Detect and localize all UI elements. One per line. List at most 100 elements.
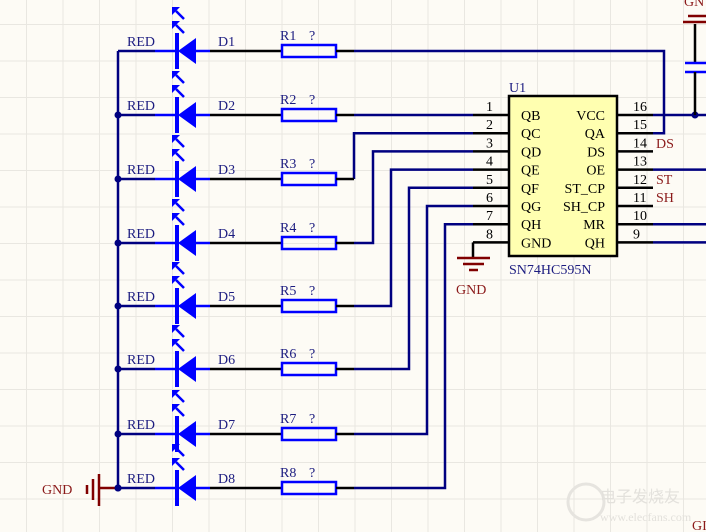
pin-number: 16 [633, 100, 647, 115]
pin-name: QG [521, 200, 541, 215]
led-designator-label: D6 [218, 353, 235, 368]
resistor-designator-label: R6 [280, 347, 296, 362]
led-light-arrow-icon [175, 328, 185, 338]
junction-dot [114, 302, 122, 310]
resistor-body [280, 298, 338, 314]
led-arrowhead-icon [172, 276, 180, 284]
pin-number: 11 [633, 191, 646, 206]
led-designator-label: D7 [218, 418, 235, 433]
pin-number: 9 [633, 227, 640, 242]
pin-name: QH [585, 236, 605, 251]
net-r8-chip [354, 222, 473, 490]
led-d5: RED D5 [114, 262, 250, 324]
led-d7: RED D7 [114, 390, 250, 452]
led-value-label: RED [127, 418, 155, 433]
wires [116, 49, 706, 490]
pin-number: 10 [633, 209, 647, 224]
gnd-label-chip: GND [456, 283, 486, 298]
watermark-logo-icon [566, 482, 606, 522]
pin-name: QA [585, 127, 606, 142]
resistor-value-label: ? [309, 221, 315, 236]
pin-number: 14 [633, 136, 647, 151]
led-value-label: RED [127, 290, 155, 305]
led-light-arrow-icon [175, 216, 185, 226]
chip-designator: U1 [509, 81, 526, 96]
chip-u1: 1QB2QC3QD4QE5QF6QG7QH8GND16VCC15QA14DS13… [473, 94, 653, 258]
resistor-r3: R3? [250, 157, 354, 187]
led-light-arrow-icon [175, 24, 185, 34]
pin-name: QD [521, 145, 541, 160]
net-r1-qa [354, 49, 666, 135]
led-designator-label: D5 [218, 290, 235, 305]
led-designator-label: D2 [218, 99, 235, 114]
resistor-value-label: ? [309, 412, 315, 427]
led-value-label: RED [127, 353, 155, 368]
junction-dot [114, 484, 122, 492]
pin-number: 15 [633, 118, 647, 133]
led-triangle [178, 166, 196, 192]
resistor-r8: R8? [250, 466, 354, 496]
led-arrowhead-icon [172, 325, 180, 333]
resistor-designator-label: R4 [280, 221, 296, 236]
led-triangle [178, 421, 196, 447]
led-light-arrow-icon [175, 152, 185, 162]
resistor-r4: R4? [250, 221, 354, 251]
pin-name: QC [521, 127, 540, 142]
led-arrowhead-icon [172, 199, 180, 207]
watermark-url: www.elecfans.com [600, 510, 692, 524]
junction-dot [114, 239, 122, 247]
led-arrowhead-icon [172, 135, 180, 143]
resistor-value-label: ? [309, 347, 315, 362]
resistor-body [280, 426, 338, 442]
led-arrowhead-icon [172, 213, 180, 221]
led-d8: RED D8 [114, 444, 250, 506]
resistor-r7: R7? [250, 412, 354, 442]
resistor-body [280, 235, 338, 251]
pin-number: 13 [633, 155, 647, 170]
resistor-body [280, 43, 338, 59]
led-arrowhead-icon [172, 390, 180, 398]
led-triangle [178, 230, 196, 256]
led-designator-label: D4 [218, 227, 235, 242]
led-value-label: RED [127, 472, 155, 487]
pin-name: ST_CP [565, 182, 606, 197]
net-r6-chip [354, 186, 473, 371]
junction-dot [114, 430, 122, 438]
led-light-arrow-icon [175, 88, 185, 98]
net-r4-chip [354, 150, 473, 245]
led-d6: RED D6 [114, 325, 250, 387]
led-light-arrow-icon [175, 10, 185, 20]
pin-name: GND [521, 236, 551, 251]
led-triangle [178, 38, 196, 64]
led-arrowhead-icon [172, 404, 180, 412]
led-arrowhead-icon [172, 149, 180, 157]
pin-name: OE [586, 164, 605, 179]
led-light-arrow-icon [175, 138, 185, 148]
pin-number: 4 [486, 155, 493, 170]
pin-name: MR [583, 218, 605, 233]
led-light-arrow-icon [175, 265, 185, 275]
led-arrowhead-icon [172, 7, 180, 15]
resistor-value-label: ? [309, 466, 315, 481]
resistor-body [280, 107, 338, 123]
net-r7-chip [354, 204, 473, 436]
led-triangle [178, 293, 196, 319]
resistor-value-label: ? [309, 29, 315, 44]
led-light-arrow-icon [175, 279, 185, 289]
resistor-designator-label: R8 [280, 466, 296, 481]
pin-number: 6 [486, 191, 493, 206]
resistor-group: R1?R2?R3?R4?R5?R6?R7?R8? [250, 29, 354, 496]
junction-dot [114, 175, 122, 183]
led-arrowhead-icon [172, 21, 180, 29]
pin-number: 5 [486, 173, 493, 188]
resistor-body [280, 361, 338, 377]
led-designator-label: D8 [218, 472, 235, 487]
resistor-r6: R6? [250, 347, 354, 377]
gnd-label-top-right: GN [684, 0, 704, 10]
resistor-body [280, 171, 338, 187]
net-r3-chip [352, 131, 473, 179]
